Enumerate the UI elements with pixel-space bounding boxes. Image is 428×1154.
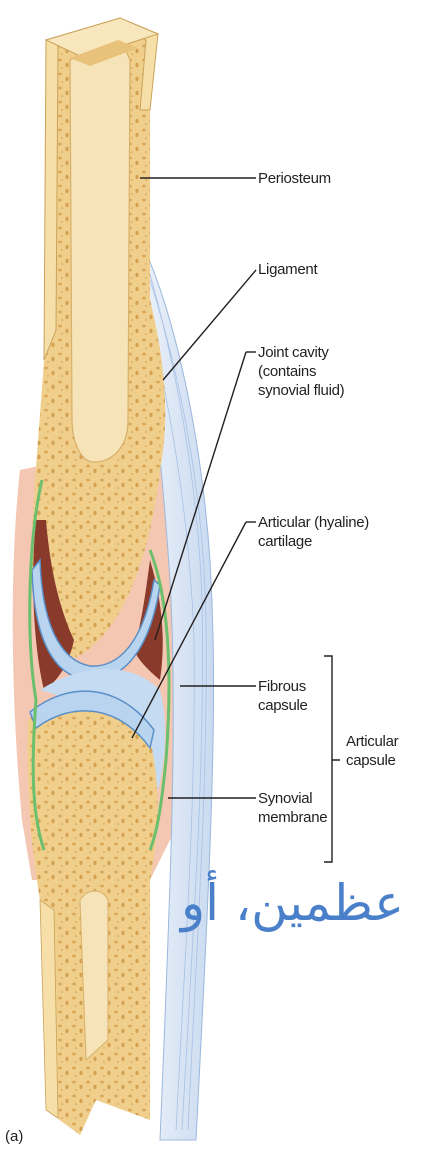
label-synovial-membrane: Synovial membrane <box>258 789 327 827</box>
label-periosteum: Periosteum <box>258 169 331 188</box>
label-joint-cavity: Joint cavity (contains synovial fluid) <box>258 343 344 400</box>
label-ligament: Ligament <box>258 260 317 279</box>
arabic-overlay-text: عظمين، أو <box>104 868 404 938</box>
label-articular-cartilage: Articular (hyaline) cartilage <box>258 513 369 551</box>
label-articular-capsule: Articular capsule <box>346 732 398 770</box>
articular-capsule-bracket <box>324 656 340 862</box>
panel-label: (a) <box>5 1128 23 1145</box>
label-fibrous-capsule: Fibrous capsule <box>258 677 308 715</box>
upper-marrow-cavity <box>70 38 130 462</box>
